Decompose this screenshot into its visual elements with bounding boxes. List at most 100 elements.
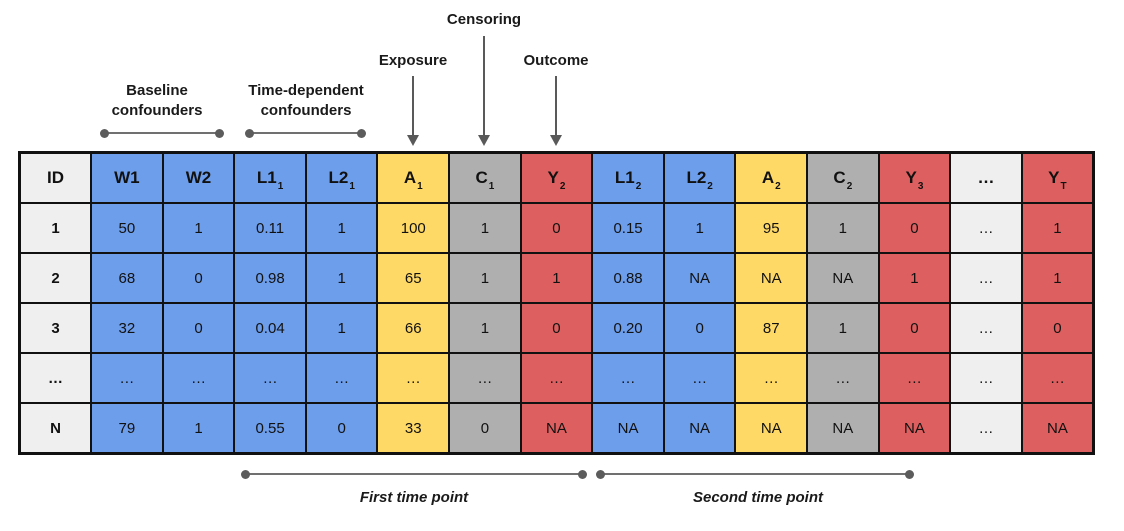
- table-cell: NA: [662, 402, 737, 455]
- table-cell: 0: [161, 252, 236, 304]
- table-cell: 1: [448, 302, 522, 354]
- table-cell: 0: [519, 302, 594, 354]
- table-cell: …: [591, 352, 665, 404]
- header-cell-subscript: 2: [559, 181, 566, 192]
- outcome-arrow-head: [550, 135, 562, 146]
- bracket-dot: [215, 128, 224, 138]
- header-cell: L11: [233, 151, 307, 204]
- time-dependent-confounders-label: Time-dependent confounders: [226, 81, 386, 121]
- baseline-confounders-line2: confounders: [111, 102, 203, 119]
- bracket-dot: [100, 128, 109, 138]
- table-cell: 1: [806, 202, 880, 254]
- first-time-point-bracket: [241, 469, 587, 479]
- table-cell: …: [662, 352, 737, 404]
- header-cell: …: [949, 151, 1023, 204]
- header-cell-label: L2: [328, 168, 349, 187]
- table-cell: NA: [662, 252, 737, 304]
- table-cell: 79: [90, 402, 164, 455]
- header-cell-label: Y: [547, 168, 559, 187]
- table-cell: 2: [18, 252, 93, 304]
- table-row: ………………………………………: [18, 352, 1095, 404]
- table-cell: 95: [734, 202, 809, 254]
- outcome-label: Outcome: [523, 52, 589, 69]
- exposure-label: Exposure: [378, 52, 448, 69]
- table-cell: 1: [161, 202, 236, 254]
- table-cell: 0.15: [591, 202, 665, 254]
- table-cell: 0: [519, 202, 594, 254]
- header-cell: A1: [376, 151, 451, 204]
- header-cell-subscript: 1: [277, 181, 284, 192]
- header-cell: W2: [161, 151, 236, 204]
- header-cell: A2: [734, 151, 809, 204]
- table-cell: …: [304, 352, 379, 404]
- header-cell-subscript: 3: [917, 181, 924, 192]
- first-time-point-label: First time point: [359, 489, 469, 506]
- table-cell: 1: [448, 252, 522, 304]
- time-dependent-confounders-line2: confounders: [260, 102, 352, 119]
- header-cell-subscript: 1: [488, 181, 495, 192]
- table-cell: 1: [448, 202, 522, 254]
- table-cell: 1: [877, 252, 952, 304]
- table-cell: …: [949, 302, 1023, 354]
- header-cell-subscript: T: [1060, 181, 1067, 192]
- table-cell: 0.11: [233, 202, 307, 254]
- header-cell-label: L1: [614, 168, 635, 187]
- table-cell: 1: [1020, 202, 1095, 254]
- table-cell: …: [734, 352, 809, 404]
- bracket-dot: [357, 128, 366, 138]
- header-cell: YT: [1020, 151, 1095, 204]
- table-cell: …: [806, 352, 880, 404]
- header-cell-label: Y: [905, 168, 917, 187]
- outcome-arrow-line: [555, 76, 557, 135]
- table-cell: …: [949, 252, 1023, 304]
- bracket-dot: [241, 469, 250, 479]
- header-cell: Y3: [877, 151, 952, 204]
- header-cell-subscript: 2: [707, 181, 713, 192]
- table-cell: 0: [1020, 302, 1095, 354]
- header-cell: ID: [18, 151, 93, 204]
- header-cell-subscript: 2: [846, 181, 853, 192]
- table-cell: 0.55: [233, 402, 307, 455]
- bracket-dot: [245, 128, 254, 138]
- table-cell: 0: [662, 302, 737, 354]
- table-cell: 1: [1020, 252, 1095, 304]
- table-cell: 1: [304, 202, 379, 254]
- header-cell: L22: [662, 151, 737, 204]
- table-cell: 0.04: [233, 302, 307, 354]
- table-cell: 50: [90, 202, 164, 254]
- table-cell: …: [877, 352, 952, 404]
- time-dependent-confounders-line1: Time-dependent: [248, 82, 364, 99]
- table-cell: 65: [376, 252, 451, 304]
- header-cell: C2: [806, 151, 880, 204]
- time-dependent-confounders-bracket: [245, 128, 366, 138]
- header-cell: W1: [90, 151, 164, 204]
- header-cell-label: W1: [114, 168, 140, 187]
- header-cell: L21: [304, 151, 379, 204]
- header-cell-label: L1: [256, 168, 277, 187]
- baseline-confounders-line1: Baseline: [126, 82, 188, 99]
- table-cell: 0.88: [591, 252, 665, 304]
- header-cell-label: A: [761, 168, 775, 187]
- table-cell: NA: [734, 402, 809, 455]
- header-cell-label: …: [977, 168, 995, 187]
- table-cell: 1: [304, 302, 379, 354]
- header-cell-label: Y: [1048, 168, 1060, 187]
- table-cell: 0: [161, 302, 236, 354]
- table-cell: 100: [376, 202, 451, 254]
- table-cell: 1: [806, 302, 880, 354]
- table-cell: …: [233, 352, 307, 404]
- table-cell: 0: [304, 402, 379, 455]
- table-cell: NA: [591, 402, 665, 455]
- baseline-confounders-label: Baseline confounders: [77, 81, 237, 121]
- censoring-arrow-head: [478, 135, 490, 146]
- header-cell-label: L2: [686, 168, 707, 187]
- table-cell: …: [18, 352, 93, 404]
- table-cell: 1: [304, 252, 379, 304]
